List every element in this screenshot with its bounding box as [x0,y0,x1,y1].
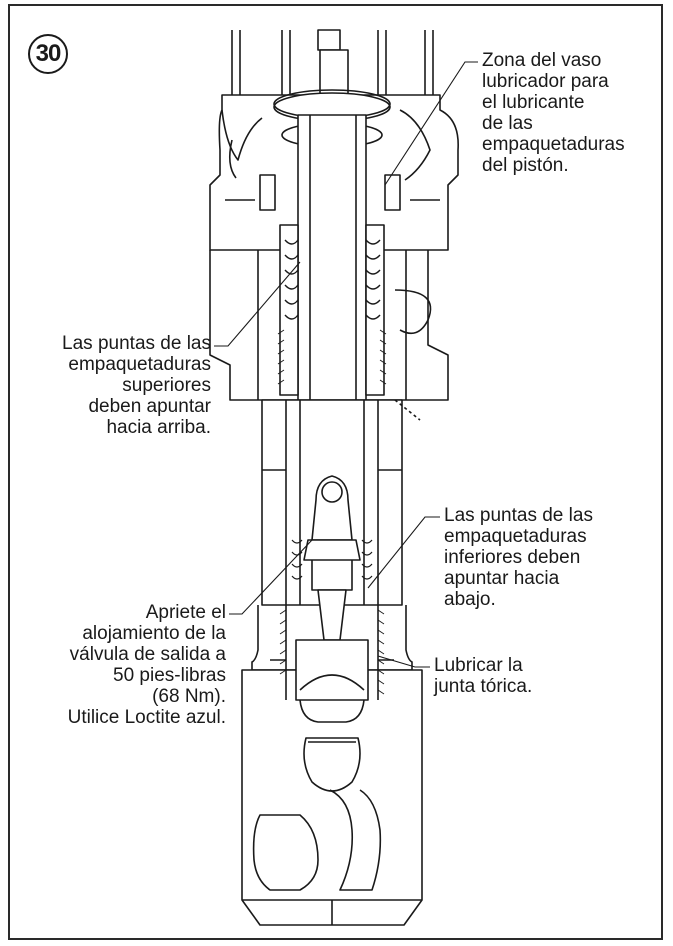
lower-threads [279,609,385,695]
top-rods [231,29,434,96]
piston-valve [291,475,373,641]
callout-o-ring: Lubricar la junta tórica. [434,655,533,697]
leader-upper-packings [214,261,301,347]
outlet-ball [303,737,361,792]
upper-packings [284,239,381,320]
step-number-badge: 30 [28,34,68,74]
packing-housing [209,224,449,401]
leader-lubricator [384,61,478,186]
inlet-port [242,789,422,925]
leader-outlet-valve [229,539,313,615]
leader-lower-packings [367,516,440,589]
piston-rod [297,114,367,406]
callout-upper-packings: Las puntas de las empaquetaduras superio… [62,333,211,438]
leader-o-ring [377,655,430,668]
callout-lower-packings: Las puntas de las empaquetaduras inferio… [444,505,593,610]
thread-marks [277,329,387,385]
callout-outlet-valve: Apriete el alojamiento de la válvula de … [67,602,226,728]
callout-lubricator-zone: Zona del vaso lubricador para el lubrica… [482,50,625,176]
